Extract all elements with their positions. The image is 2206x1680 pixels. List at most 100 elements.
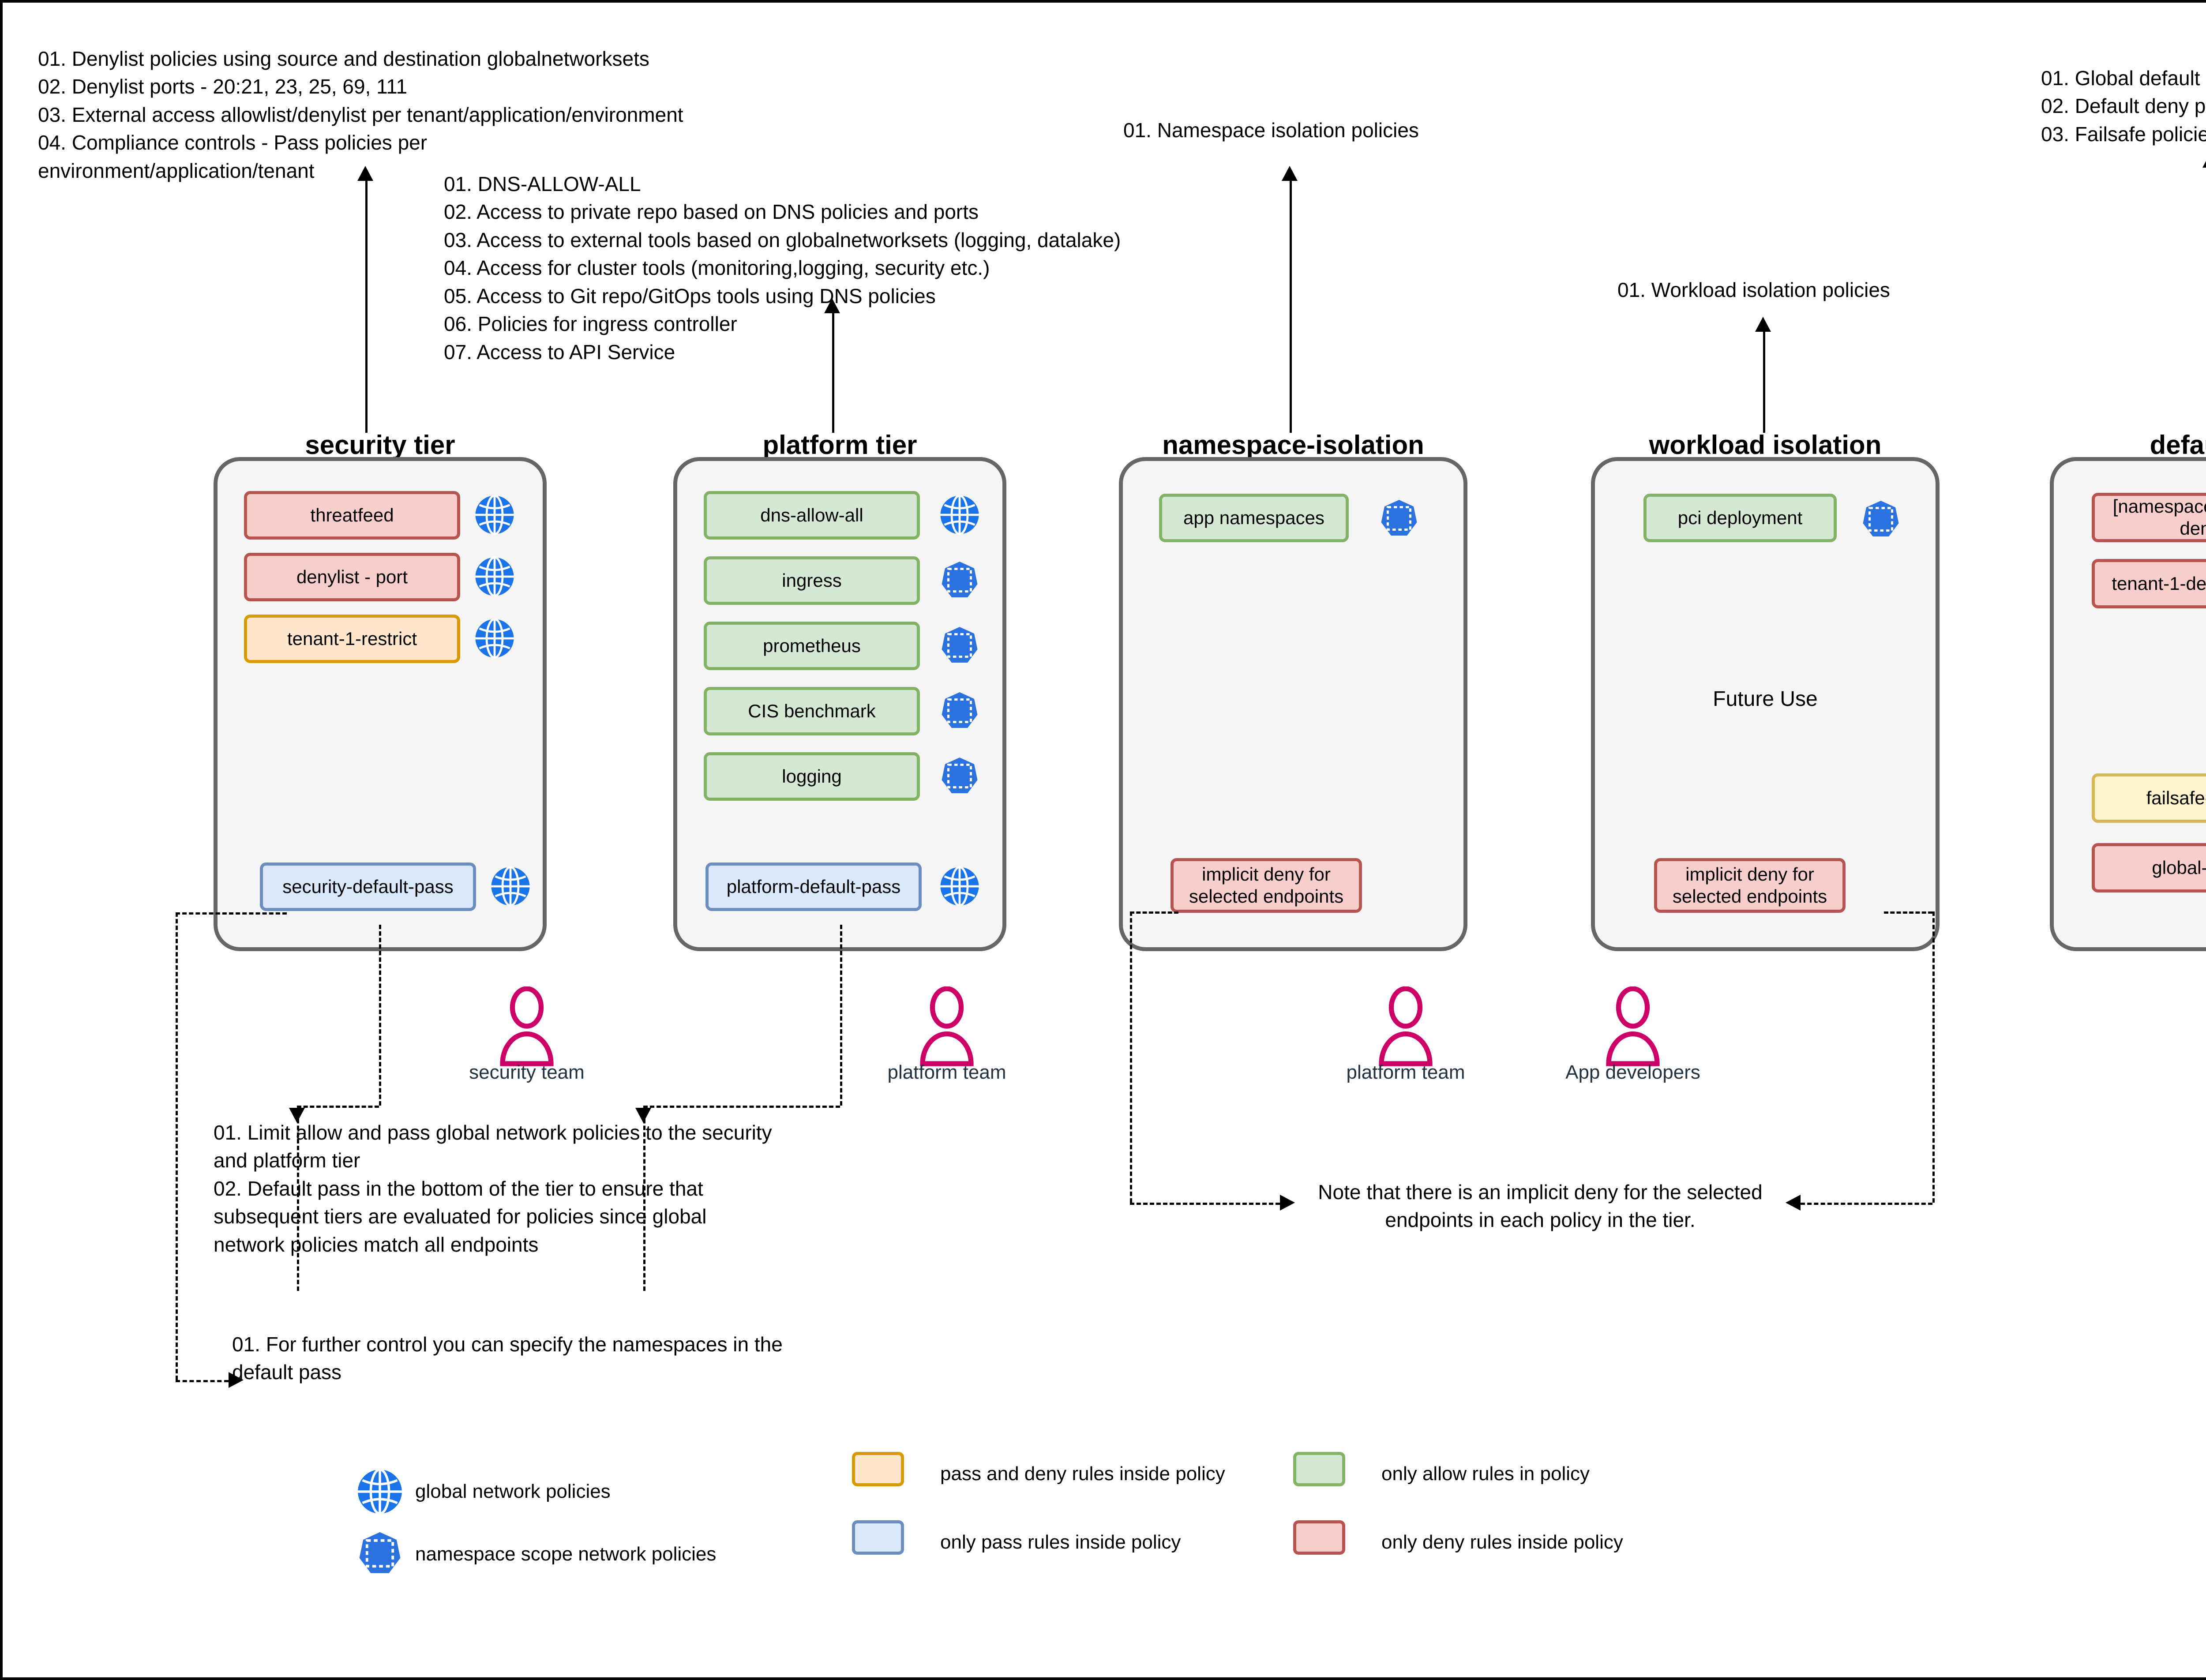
team-label-appdev: App developers (1565, 1061, 1700, 1083)
policy-box-prometheus[interactable]: prometheus (704, 622, 920, 670)
connector-secpass-left (176, 912, 287, 915)
connector-secpass-down (176, 912, 178, 1380)
connector-sectier-left (297, 1106, 379, 1108)
policy-box-logging[interactable]: logging (704, 752, 920, 801)
team-label-platform: platform team (887, 1061, 1006, 1083)
arrowhead-platform-up (824, 298, 840, 313)
tier-title-workload-isolation: workload isolation (1649, 430, 1882, 460)
namespace-isolation-annotation: 01. Namespace isolation policies (1123, 119, 1419, 142)
arrowhead-implicit-deny-left (1280, 1195, 1295, 1211)
connector-namespace-up (1290, 179, 1292, 433)
tier-title-default-tier: default tier (2150, 430, 2206, 460)
policy-box-app-namespaces[interactable]: app namespaces (1159, 494, 1349, 542)
globe-icon (473, 617, 516, 660)
security-tier-annotation: 01. Denylist policies using source and d… (38, 47, 683, 182)
legend-label-global: global network policies (415, 1481, 611, 1502)
legend-swatch-allow (1293, 1452, 1345, 1486)
person-icon (914, 986, 980, 1070)
policy-box-tenant-1-restrict[interactable]: tenant-1-restrict (244, 615, 460, 663)
future-use-label: Future Use (1713, 687, 1818, 711)
platform-tier-annotation: 01. DNS-ALLOW-ALL 02. Access to private … (444, 172, 1121, 364)
person-icon (494, 986, 560, 1070)
tier-default-tier: default tier [namespace]-default-deny te… (2050, 430, 2206, 973)
globe-icon (489, 865, 532, 908)
globe-icon (356, 1467, 404, 1516)
connector-wldeny-down (1932, 911, 1935, 1203)
legend-label-deny: only deny rules inside policy (1381, 1531, 1623, 1553)
policy-box-namespace-default-deny[interactable]: [namespace]-default-deny (2092, 493, 2206, 542)
namespace-scope-icon (1860, 498, 1902, 540)
policy-box-implicit-deny-wl[interactable]: implicit deny for selected endpoints (1654, 858, 1846, 913)
connector-sectier-down2 (297, 1106, 299, 1291)
policy-box-cis-benchmark[interactable]: CIS benchmark (704, 687, 920, 735)
policy-box-dns-allow-all[interactable]: dns-allow-all (704, 491, 920, 540)
policy-box-security-default-pass[interactable]: security-default-pass (260, 862, 476, 911)
tier-namespace-isolation: namespace-isolation app namespaces impli… (1119, 430, 1467, 973)
namespace-scope-icon (938, 559, 981, 601)
connector-wldeny-left (1801, 1203, 1932, 1205)
connector-plattier-left (643, 1106, 840, 1108)
connector-platform-up (832, 311, 834, 433)
connector-security-up (365, 179, 368, 433)
team-label-security: security team (469, 1061, 585, 1083)
policy-box-threatfeed[interactable]: threatfeed (244, 491, 460, 540)
policy-box-pci-deployment[interactable]: pci deployment (1643, 494, 1837, 542)
further-control-note: 01. For further control you can specify … (232, 1333, 783, 1384)
legend-swatch-deny (1293, 1520, 1345, 1555)
arrowhead-namespace-up (1282, 166, 1298, 181)
connector-nsdeny-right (1130, 1203, 1280, 1205)
tier-body-security-tier: threatfeed denylist - port tenant-1-rest… (214, 457, 547, 951)
legend-swatch-passdeny (852, 1452, 904, 1486)
tier-body-platform-tier: dns-allow-all ingress prometheus CIS ben… (673, 457, 1006, 951)
tier-security-tier: security tier threatfeed denylist - port… (214, 430, 547, 973)
connector-sectier-down (379, 925, 381, 1106)
policy-box-failsafe-allow[interactable]: failsafe-allow (2092, 773, 2206, 823)
connector-nsdeny-down (1130, 911, 1132, 1203)
namespace-scope-icon (938, 755, 981, 797)
policy-box-platform-default-pass[interactable]: platform-default-pass (705, 862, 922, 911)
legend-swatch-pass (852, 1520, 904, 1555)
namespace-scope-icon (1378, 497, 1420, 540)
tier-title-namespace-isolation: namespace-isolation (1162, 430, 1424, 460)
arrowhead-plattier-note (635, 1108, 651, 1123)
connector-nsdeny-left (1130, 911, 1178, 914)
connector-secpass-to-note (176, 1380, 229, 1382)
tier-title-security-tier: security tier (305, 430, 455, 460)
tier-body-namespace-isolation: app namespaces implicit deny for selecte… (1119, 457, 1467, 951)
namespace-scope-icon (938, 624, 981, 667)
bottom-left-notes: 01. Limit allow and pass global network … (214, 1121, 772, 1256)
policy-box-tenant-1-default-deny[interactable]: tenant-1-default-deny (2092, 559, 2206, 608)
arrowhead-further-control (229, 1372, 244, 1388)
arrowhead-security-up (357, 166, 373, 181)
connector-plattier-down2 (643, 1106, 645, 1291)
arrowhead-default-up (2202, 153, 2206, 168)
default-tier-annotation: 01. Global default deny 02. Default deny… (2041, 67, 2206, 146)
tier-platform-tier: platform tier dns-allow-all ingress prom… (673, 430, 1006, 973)
globe-icon (938, 865, 981, 908)
policy-box-global-deny[interactable]: global-deny (2092, 843, 2206, 892)
arrowhead-workload-up (1755, 317, 1771, 332)
tier-body-workload-isolation: pci deployment Future Use implicit deny … (1591, 457, 1940, 951)
policy-box-denylist-port[interactable]: denylist - port (244, 553, 460, 601)
team-label-namespace: platform team (1346, 1061, 1465, 1083)
connector-workload-up (1763, 330, 1765, 433)
arrowhead-implicit-deny-right (1786, 1195, 1801, 1211)
connector-plattier-down (840, 925, 842, 1106)
policy-box-implicit-deny-ns[interactable]: implicit deny for selected endpoints (1171, 858, 1362, 913)
arrowhead-sectier-note (289, 1108, 305, 1123)
workload-isolation-annotation: 01. Workload isolation policies (1617, 278, 1890, 301)
person-icon (1600, 986, 1666, 1070)
person-icon (1373, 986, 1439, 1070)
tier-title-platform-tier: platform tier (762, 430, 917, 460)
namespace-scope-icon (356, 1529, 404, 1578)
policy-box-ingress[interactable]: ingress (704, 556, 920, 605)
legend-label-namespace: namespace scope network policies (415, 1543, 717, 1565)
tier-body-default-tier: [namespace]-default-deny tenant-1-defaul… (2050, 457, 2206, 951)
implicit-deny-note: Note that there is an implicit deny for … (1318, 1181, 1763, 1232)
globe-icon (473, 494, 516, 536)
tier-workload-isolation: workload isolation pci deployment Future… (1591, 430, 1940, 973)
globe-icon (938, 494, 981, 536)
legend-label-allow: only allow rules in policy (1381, 1463, 1590, 1485)
connector-wldeny-right (1884, 911, 1932, 914)
